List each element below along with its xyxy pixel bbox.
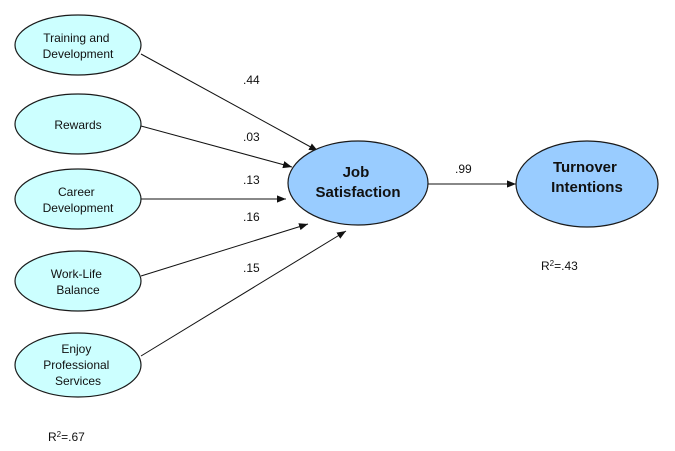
node-enjoy-shape [14, 332, 142, 398]
coef-training: .44 [243, 73, 260, 87]
node-worklife-shape [14, 250, 142, 312]
r2-job: R2=.67 [48, 430, 85, 445]
coef-career: .13 [243, 173, 260, 187]
node-worklife-line-1: Work-Life [51, 267, 102, 281]
node-career-development: Career Development [14, 168, 142, 230]
node-job-line-1: Job [343, 164, 370, 181]
r2-job-prefix: R [48, 430, 57, 444]
path-training-to-job [140, 53, 319, 152]
node-training-development: Training and Development [14, 14, 142, 76]
node-enjoy-professional-services: Enjoy Professional Services [14, 332, 142, 398]
coef-enjoy: .15 [243, 261, 260, 275]
coef-rewards: .03 [243, 130, 260, 144]
node-training-shape [14, 14, 142, 76]
svg-text:Job Satisfaction: Job Satisfaction [315, 164, 400, 201]
node-career-line-2: Development [43, 201, 114, 215]
svg-text:Career Development: Career Development [43, 185, 114, 215]
node-turnover-line-2: Intentions [551, 179, 623, 196]
r2-turnover: R2=.43 [541, 259, 578, 274]
path-rewards-to-job [140, 125, 293, 169]
node-job-satisfaction: Job Satisfaction [287, 140, 429, 226]
node-turnover-intentions: Turnover Intentions [515, 140, 659, 228]
svg-text:Rewards: Rewards [54, 118, 101, 132]
svg-text:Enjoy Professional: Enjoy Professional Services [43, 342, 112, 388]
node-rewards-shape [14, 93, 142, 155]
coefficients: .44 .03 .13 .16 .15 .99 [243, 73, 472, 275]
r2-job-sup: 2 [57, 430, 62, 439]
coef-worklife: .16 [243, 210, 260, 224]
node-training-line-2: Development [43, 47, 114, 61]
edges [140, 53, 516, 357]
node-career-shape [14, 168, 142, 230]
node-rewards: Rewards [14, 93, 142, 155]
node-work-life-balance: Work-Life Balance [14, 250, 142, 312]
coef-job-turnover: .99 [455, 162, 472, 176]
path-worklife-to-job [140, 223, 309, 277]
node-job-shape [287, 140, 429, 226]
node-enjoy-line-1: Enjoy [61, 342, 91, 356]
node-enjoy-line-2: Professional [43, 358, 109, 372]
r2-turnover-sup: 2 [550, 259, 555, 268]
r2-job-value: =.67 [61, 430, 85, 444]
node-turnover-shape [515, 140, 659, 228]
node-career-line-1: Career [58, 185, 95, 199]
node-turnover-line-1: Turnover [553, 159, 617, 176]
node-rewards-line-1: Rewards [54, 118, 101, 132]
r2-turnover-value: =.43 [554, 259, 578, 273]
path-enjoy-to-job [140, 230, 347, 357]
node-job-line-2: Satisfaction [315, 184, 400, 201]
node-training-line-1: Training and [43, 31, 109, 45]
r2-turnover-prefix: R [541, 259, 550, 273]
node-worklife-line-2: Balance [56, 283, 100, 297]
node-enjoy-line-3: Services [55, 374, 101, 388]
svg-text:Turnover Intentions: Turnover Intentions [551, 159, 623, 196]
svg-text:Training and Development: Training and Development [43, 31, 114, 61]
svg-text:Work-Life Balance: Work-Life Balance [51, 267, 105, 297]
